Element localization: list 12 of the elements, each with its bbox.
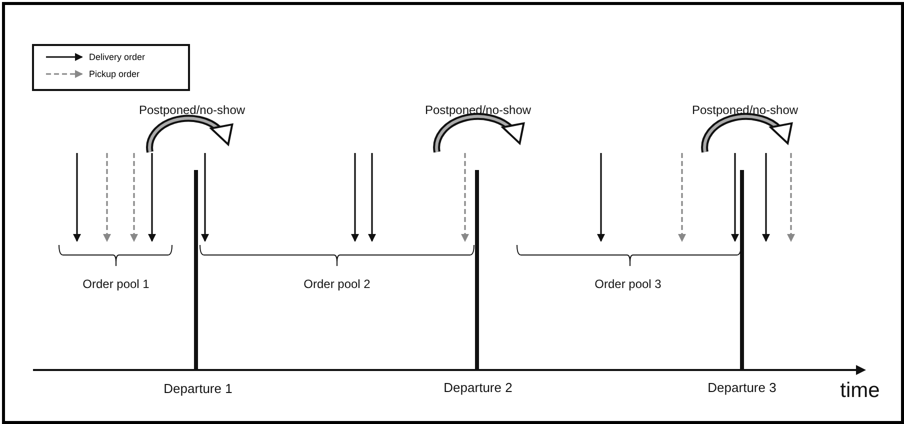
legend-label: Delivery order <box>89 53 146 62</box>
event-label: Postponed/no-show <box>424 104 532 116</box>
departure-label: Departure 1 <box>164 382 232 395</box>
departure-label: Departure 2 <box>444 381 512 394</box>
pool-label: Order pool 3 <box>594 278 662 290</box>
axis-label: time <box>840 380 880 401</box>
pool-label: Order pool 1 <box>82 278 150 290</box>
legend-label: Pickup order <box>89 70 140 79</box>
pool-label: Order pool 2 <box>304 278 370 290</box>
event-label: Postponed/no-show <box>138 104 246 116</box>
departure-label: Departure 3 <box>708 381 776 394</box>
event-label: Postponed/no-show <box>692 104 798 116</box>
